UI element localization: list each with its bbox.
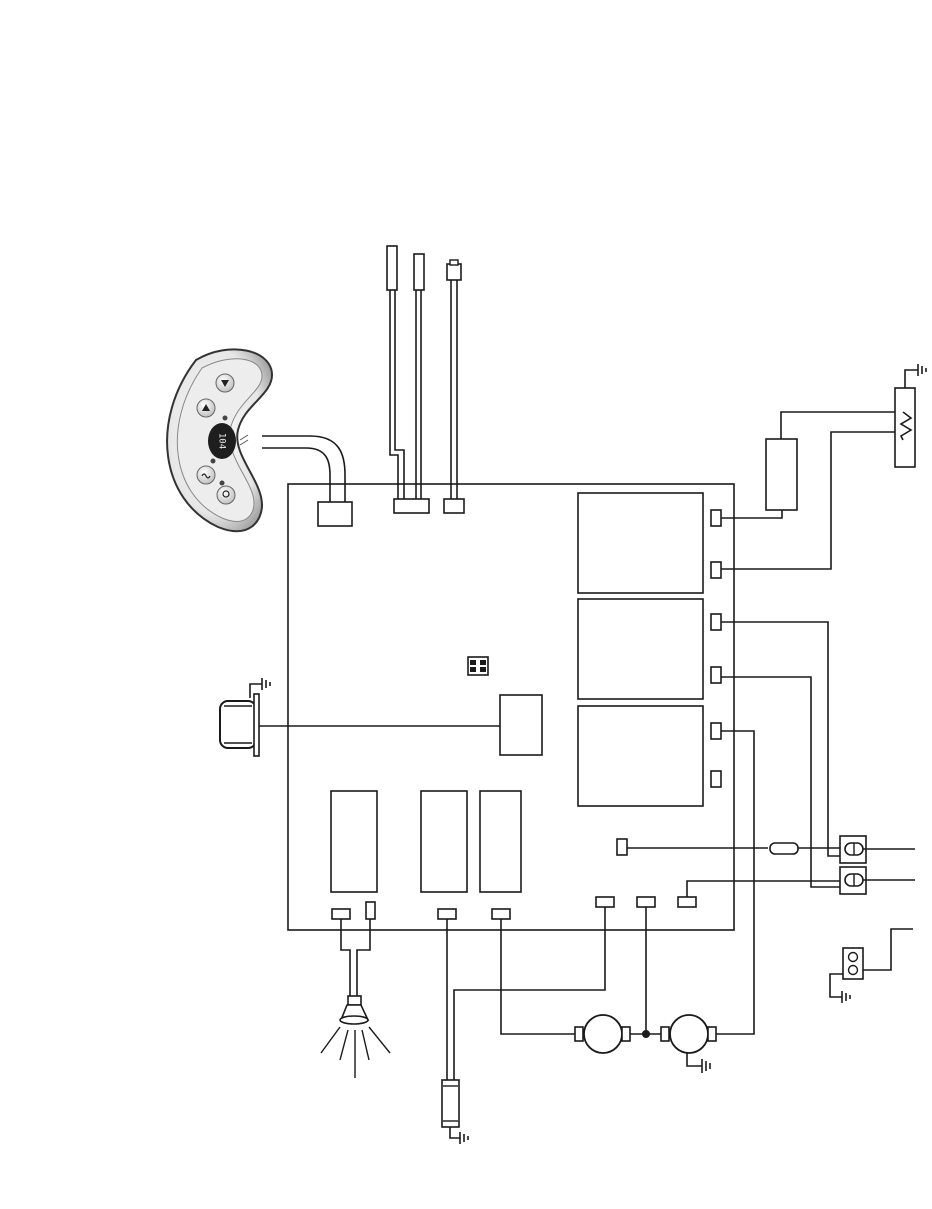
pump1-wire xyxy=(501,919,576,1034)
terminal-ground-icon xyxy=(842,991,850,1003)
ozone-ground-icon xyxy=(460,1132,468,1144)
inline-fuse xyxy=(770,843,798,854)
up-arrow-button[interactable] xyxy=(197,399,215,417)
blower-ground-icon xyxy=(262,678,270,690)
heater-wire-2 xyxy=(721,432,900,569)
connector-pump-2 xyxy=(492,909,510,919)
dip-switch[interactable] xyxy=(468,657,488,675)
power-terminal-2 xyxy=(840,867,915,894)
pump-motor-2 xyxy=(661,1015,716,1066)
relay-block-6 xyxy=(480,791,521,892)
indicator-dot-3 xyxy=(220,481,225,486)
high-limit-sensor-probe xyxy=(414,254,424,499)
relay-block-3 xyxy=(578,706,703,806)
blower-unit xyxy=(220,694,259,756)
connector-topside xyxy=(318,502,352,526)
ozone-generator xyxy=(442,1080,460,1138)
light-button[interactable] xyxy=(217,486,235,504)
pump-ground-icon xyxy=(702,1059,710,1073)
connector-blower-2 xyxy=(637,897,655,907)
connector-light-2 xyxy=(366,902,375,919)
brand-mark xyxy=(240,435,248,445)
power-terminal-1 xyxy=(840,836,915,863)
topside-control-panel[interactable]: 104 xyxy=(167,349,272,531)
aux-connector-plug xyxy=(447,260,461,499)
heater-ground-icon xyxy=(918,364,926,376)
connector-heater-1 xyxy=(711,510,721,526)
temperature-sensor-probe xyxy=(387,246,404,499)
spa-light xyxy=(321,996,390,1078)
connector-pump-1 xyxy=(711,723,721,739)
connector-aux xyxy=(444,499,464,513)
connector-spare xyxy=(711,771,721,787)
ground-terminal xyxy=(830,929,913,997)
jets-button[interactable] xyxy=(197,466,215,484)
connector-heater-2 xyxy=(711,562,721,578)
heater-element xyxy=(895,388,915,467)
connector-ground xyxy=(678,897,696,907)
connector-light-1 xyxy=(332,909,350,919)
indicator-dot-2 xyxy=(211,459,216,464)
relay-block-4 xyxy=(331,791,377,892)
power-wire-1 xyxy=(721,622,845,856)
relay-block-1 xyxy=(578,493,703,593)
display-readout: 104 xyxy=(217,433,227,449)
connector-sensors xyxy=(394,499,429,513)
connector-power-1 xyxy=(711,614,721,630)
indicator-dot-1 xyxy=(223,416,228,421)
transformer-module xyxy=(500,695,542,755)
connector-fuse xyxy=(617,839,627,855)
connector-ozone xyxy=(438,909,456,919)
relay-block-2 xyxy=(578,599,703,699)
heater-wire-3 xyxy=(781,412,900,439)
heater-relay xyxy=(766,439,797,510)
power-wire-2 xyxy=(721,677,843,887)
heater-ground-wire xyxy=(905,370,918,388)
down-arrow-button[interactable] xyxy=(216,374,234,392)
pump-motor-1 xyxy=(575,1015,630,1053)
connector-blower-1 xyxy=(596,897,614,907)
ozone-wire-2 xyxy=(454,907,605,1080)
connector-power-2 xyxy=(711,667,721,683)
relay-block-5 xyxy=(421,791,467,892)
